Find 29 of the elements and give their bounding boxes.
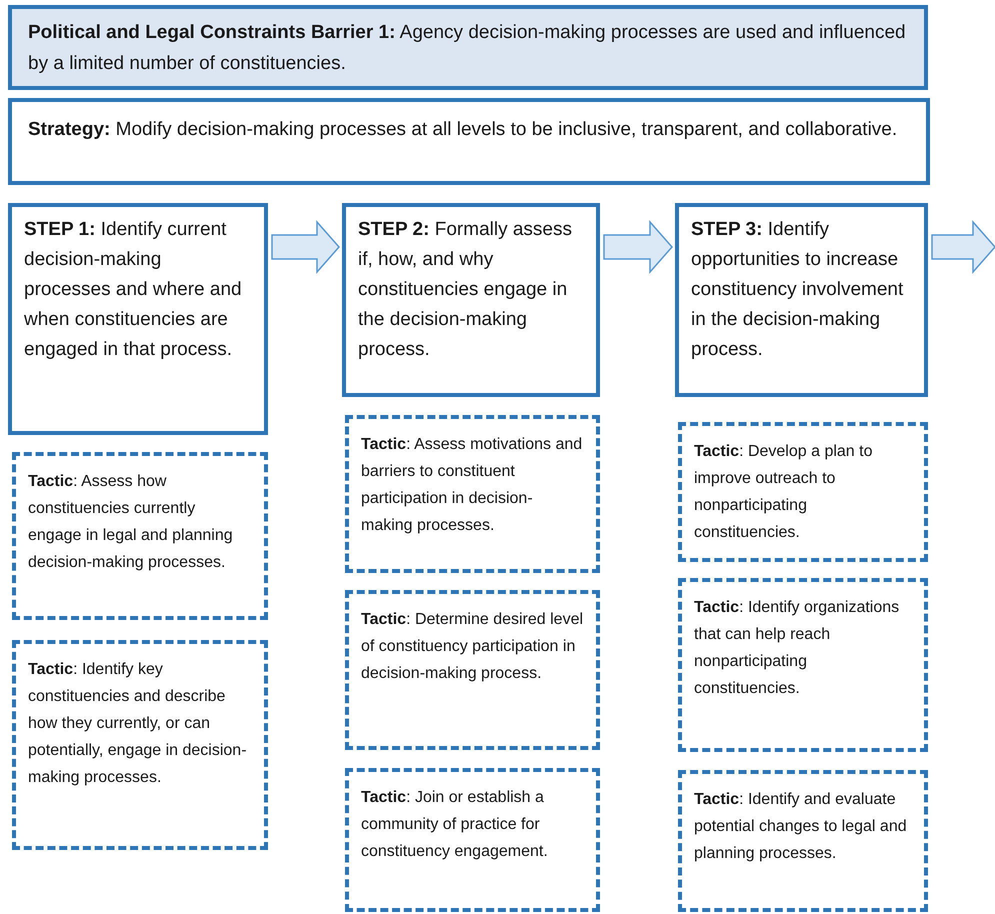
box-text: STEP 1: Identify current decision-making processes and where and when constituencies are engaged in that process. (24, 218, 243, 362)
step-box (8, 203, 268, 435)
box-text: STEP 2: Formally assess if, how, and why constituencies engage in the decision-making process. (358, 218, 573, 362)
tactic-box (345, 768, 600, 912)
tactic-box (345, 415, 600, 573)
block-arrow (271, 220, 340, 274)
tactic-box (12, 640, 268, 850)
box-text: Tactic: Determine desired level of constituency participation in decision-making process. (361, 610, 584, 684)
box-text: STEP 3: Identify opportunities to increase constituency involvement in the decision-making process. (691, 218, 904, 362)
block-arrow (931, 220, 995, 274)
tactic-box (345, 590, 600, 750)
box-text: Political and Legal Constraints Barrier 1: Agency decision-making processes are used and influenced by a limited number of constituencies. (28, 21, 907, 76)
box-text: Tactic: Assess motivations and barriers to constituent participation in decision-making processes. (361, 435, 584, 536)
block-arrow (603, 220, 673, 274)
tactic-box (678, 422, 928, 562)
box-text: Tactic: Identify and evaluate potential changes to legal and planning processes. (694, 790, 908, 864)
tactic-box (678, 770, 928, 912)
box-text: Tactic: Develop a plan to improve outreach to nonparticipating constituencies. (694, 442, 874, 543)
tactic-box (12, 452, 268, 620)
strategy-box (8, 98, 930, 185)
step-box (342, 203, 600, 397)
box-text: Tactic: Assess how constituencies currently engage in legal and planning decision-making processes. (28, 472, 234, 573)
barrier-box (8, 5, 928, 90)
box-text: Tactic: Join or establish a community of practice for constituency engagement. (361, 788, 549, 862)
box-text: Tactic: Identify key constituencies and describe how they currently, or can potentially, engage in decision-making processes. (28, 660, 248, 788)
box-text: Tactic: Identify organizations that can help reach nonparticipating constituencies. (694, 598, 900, 699)
tactic-box (678, 578, 928, 752)
box-text: Strategy: Modify decision-making processes at all levels to be inclusive, transparent, and collaborative. (28, 118, 898, 142)
step-box (675, 203, 928, 397)
